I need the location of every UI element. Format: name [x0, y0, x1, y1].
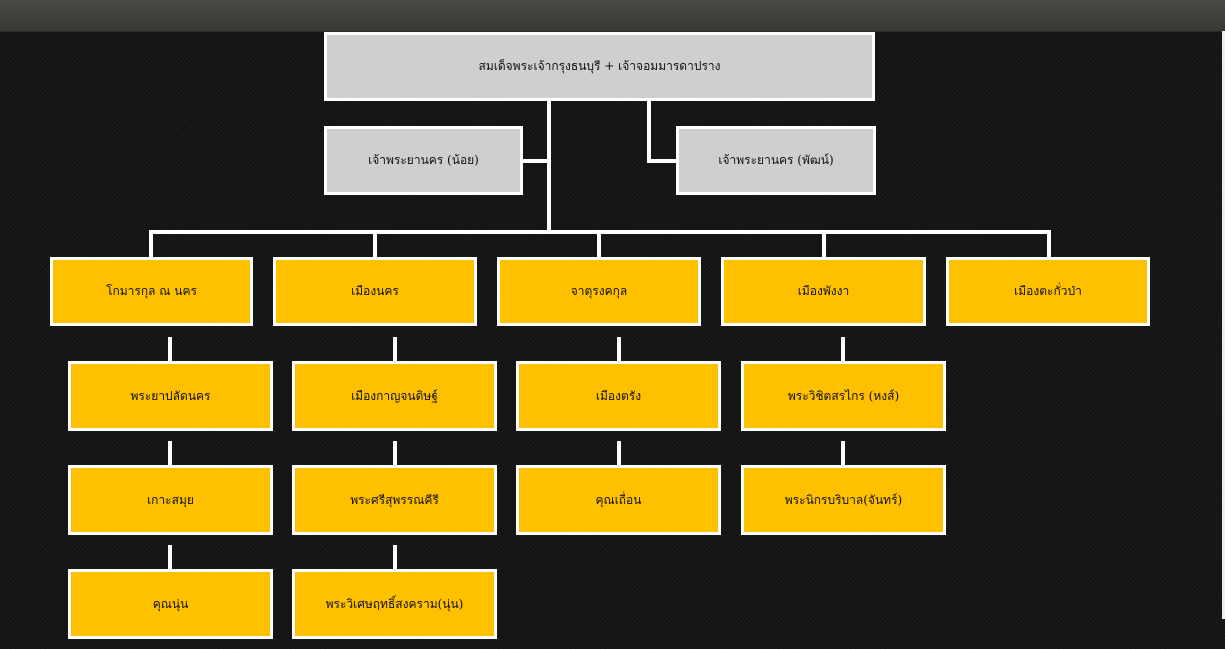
column-2-child-2-label: พระศรีสุพรรณคีรี — [350, 492, 439, 507]
column-2-child-1-label: เมืองกาญจนดิษฐ์ — [351, 388, 438, 403]
column-2-child-2: พระศรีสุพรรณคีรี — [292, 465, 497, 535]
left-branch-node: เจ้าพระยานคร (น้อย) — [324, 126, 523, 195]
column-2-child-3-label: พระวิเศษฤทธิ์สงคราม(นุ่น) — [325, 596, 464, 611]
top-bar — [0, 0, 1225, 32]
column-3-child-2-label: คุณเถื่อน — [595, 492, 642, 507]
column-head-5: เมืองตะกั่วป่า — [946, 257, 1150, 326]
column-head-4-label: เมืองพังงา — [797, 284, 850, 298]
column-3-child-1: เมืองตรัง — [516, 361, 721, 431]
column-4-child-1-label: พระวิชิตสรไกร (หงส์) — [787, 388, 900, 403]
column-1-child-1-label: พระยาปลัดนคร — [130, 388, 211, 403]
right-branch-node-label: เจ้าพระยานคร (พัฒน์) — [718, 153, 834, 167]
column-1-child-3: คุณนุ่น — [68, 569, 273, 639]
column-head-1: โกมารกุล ณ นคร — [50, 257, 253, 326]
column-head-2: เมืองนคร — [273, 257, 477, 326]
column-head-1-label: โกมารกุล ณ นคร — [106, 284, 197, 298]
root-node: สมเด็จพระเจ้ากรุงธนบุรี + เจ้าจอมมารดาปร… — [324, 32, 875, 101]
scrollbar-edge — [1222, 31, 1225, 619]
column-4-child-2-label: พระนิกรบริบาล(จันทร์) — [784, 492, 903, 507]
connector-right-branch — [647, 96, 680, 163]
column-2-child-1: เมืองกาญจนดิษฐ์ — [292, 361, 497, 431]
column-4-child-1: พระวิชิตสรไกร (หงส์) — [741, 361, 946, 431]
column-head-4: เมืองพังงา — [721, 257, 926, 326]
column-1-child-3-label: คุณนุ่น — [152, 596, 189, 611]
column-head-5-label: เมืองตะกั่วป่า — [1014, 284, 1082, 298]
root-node-label: สมเด็จพระเจ้ากรุงธนบุรี + เจ้าจอมมารดาปร… — [478, 59, 721, 73]
left-branch-node-label: เจ้าพระยานคร (น้อย) — [368, 153, 479, 167]
column-1-child-2: เกาะสมุย — [68, 465, 273, 535]
column-2-child-3: พระวิเศษฤทธิ์สงคราม(นุ่น) — [292, 569, 497, 639]
column-1-child-1: พระยาปลัดนคร — [68, 361, 273, 431]
column-head-3-label: จาตุรงคกุล — [570, 284, 628, 298]
column-1-child-2-label: เกาะสมุย — [147, 492, 194, 507]
column-3-child-2: คุณเถื่อน — [516, 465, 721, 535]
column-3-child-1-label: เมืองตรัง — [595, 388, 642, 403]
right-branch-node: เจ้าพระยานคร (พัฒน์) — [676, 126, 876, 195]
column-4-child-2: พระนิกรบริบาล(จันทร์) — [741, 465, 946, 535]
column-head-3: จาตุรงคกุล — [497, 257, 701, 326]
column-head-2-label: เมืองนคร — [351, 284, 399, 298]
